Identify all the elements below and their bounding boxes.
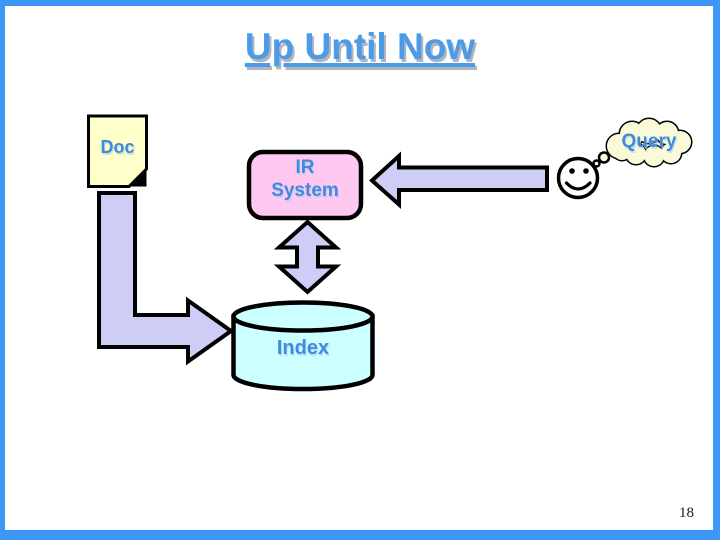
smiley-face-icon — [556, 156, 600, 200]
arrow-doc-to-index — [97, 191, 235, 366]
page-number: 18 — [679, 505, 694, 521]
ir-system-label-line1: IR — [295, 157, 315, 178]
thought-cloud — [605, 117, 693, 168]
slide-title: Up Until Now — [244, 26, 476, 67]
document-icon — [87, 114, 148, 188]
arrow-ir-index-bidirectional — [273, 219, 342, 295]
doc-label: Doc — [100, 137, 135, 157]
index-label: Index — [276, 337, 330, 359]
thought-bubble-small — [592, 159, 601, 168]
ir-system-label: IR System — [247, 156, 363, 202]
ir-system-label-line2: System — [271, 180, 339, 201]
ir-system-box — [246, 149, 364, 221]
index-cylinder — [231, 300, 375, 392]
arrow-query-to-ir — [369, 151, 549, 209]
thought-bubble-large — [597, 151, 611, 164]
query-label: Query — [621, 131, 677, 152]
